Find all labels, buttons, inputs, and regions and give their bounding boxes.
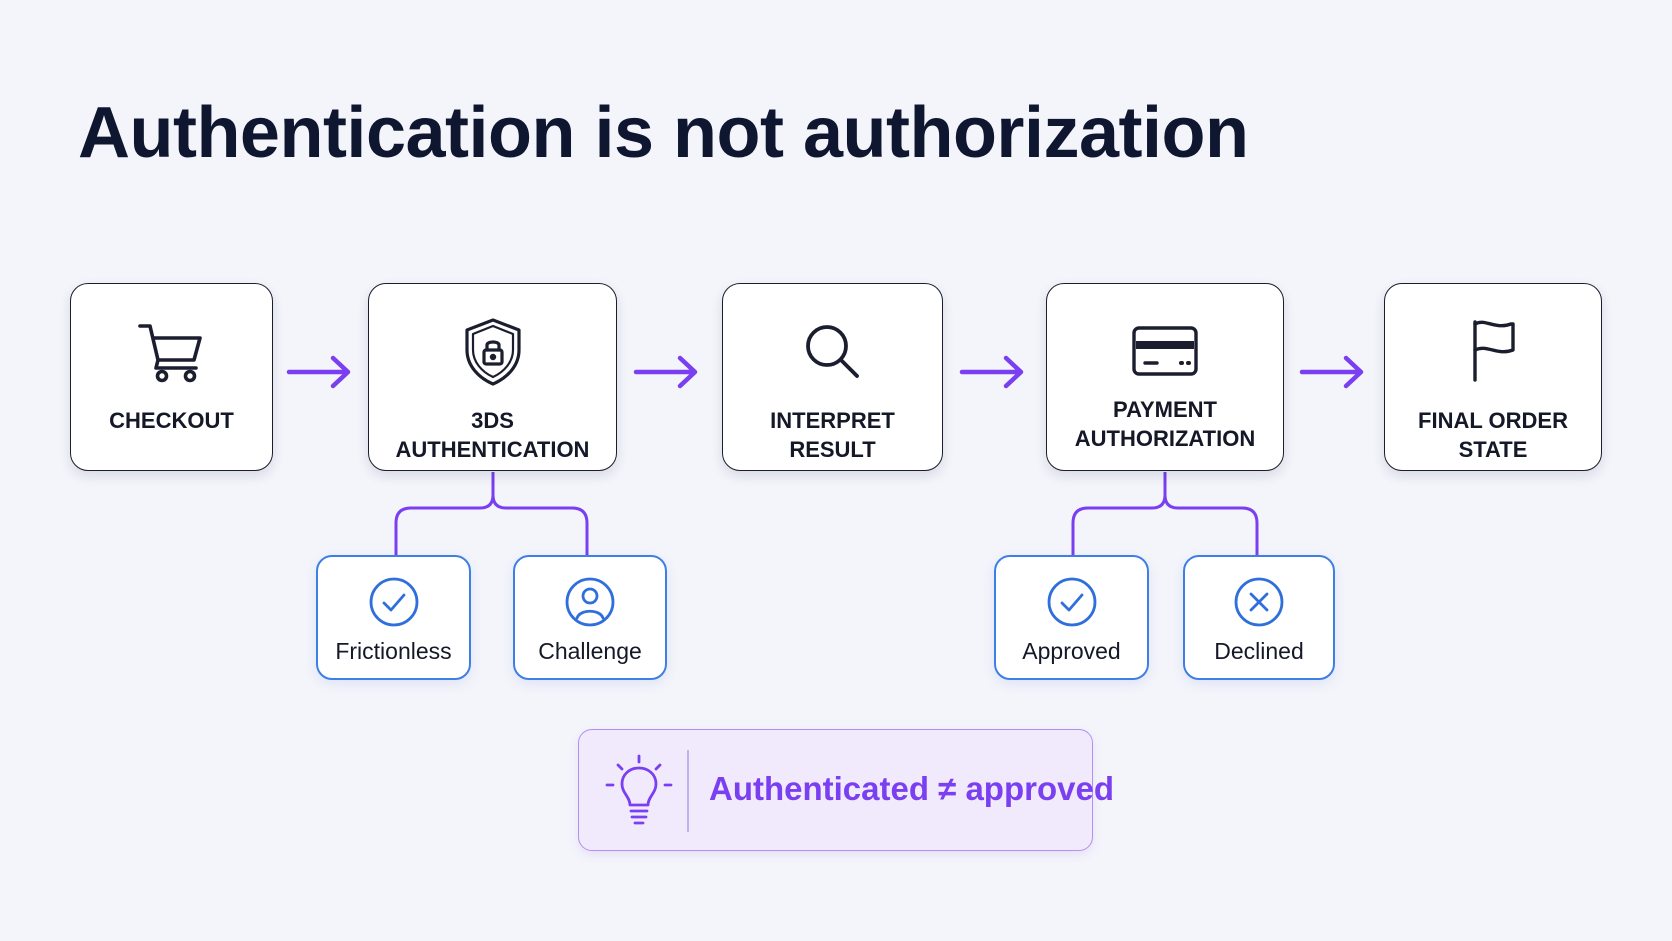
step-interpret-result: INTERPRET RESULT: [722, 283, 943, 471]
lightbulb-icon: [604, 753, 674, 829]
branch-connector-authorization: [1071, 472, 1259, 555]
outcome-label: Declined: [1214, 638, 1304, 664]
outcome-label: Approved: [1022, 638, 1121, 664]
arrow-authorization-to-final: [1299, 355, 1364, 389]
step-3ds-authentication: 3DS AUTHENTICATION: [368, 283, 617, 471]
user-circle-icon: [562, 574, 618, 630]
step-label: PAYMENT AUTHORIZATION: [1053, 395, 1277, 453]
check-circle-icon: [366, 574, 422, 630]
step-label: INTERPRET RESULT: [770, 408, 895, 462]
credit-card-icon: [1129, 316, 1201, 388]
outcome-approved: Approved: [994, 555, 1149, 680]
step-label: 3DS AUTHENTICATION: [395, 408, 590, 462]
arrow-checkout-to-3ds: [286, 355, 351, 389]
shopping-cart-icon: [136, 316, 208, 388]
outcome-frictionless: Frictionless: [316, 555, 471, 680]
step-label-line-1: PAYMENT: [1113, 397, 1217, 422]
outcome-challenge: Challenge: [513, 555, 667, 680]
step-checkout: CHECKOUT: [70, 283, 273, 471]
arrow-3ds-to-interpret: [633, 355, 698, 389]
shield-lock-icon: [457, 316, 529, 388]
x-circle-icon: [1231, 574, 1287, 630]
arrow-interpret-to-authorization: [959, 355, 1024, 389]
diagram-title: Authentication is not authorization: [78, 93, 1249, 173]
step-payment-authorization: PAYMENT AUTHORIZATION: [1046, 283, 1284, 471]
step-label: CHECKOUT: [109, 408, 234, 433]
callout-text: Authenticated ≠ approved: [709, 770, 1114, 807]
branch-connector-authentication: [394, 472, 589, 555]
magnifier-icon: [797, 316, 869, 388]
check-circle-icon: [1044, 574, 1100, 630]
step-label-line-2: AUTHORIZATION: [1074, 426, 1256, 451]
key-takeaway-callout: Authenticated ≠ approved: [578, 729, 1114, 851]
outcome-label: Challenge: [538, 638, 642, 664]
flag-icon: [1457, 316, 1529, 388]
outcome-declined: Declined: [1183, 555, 1335, 680]
outcome-label: Frictionless: [335, 638, 452, 664]
step-final-order-state: FINAL ORDER STATE: [1384, 283, 1602, 471]
step-label: FINAL ORDER STATE: [1418, 408, 1568, 462]
callout-divider: [687, 750, 689, 832]
